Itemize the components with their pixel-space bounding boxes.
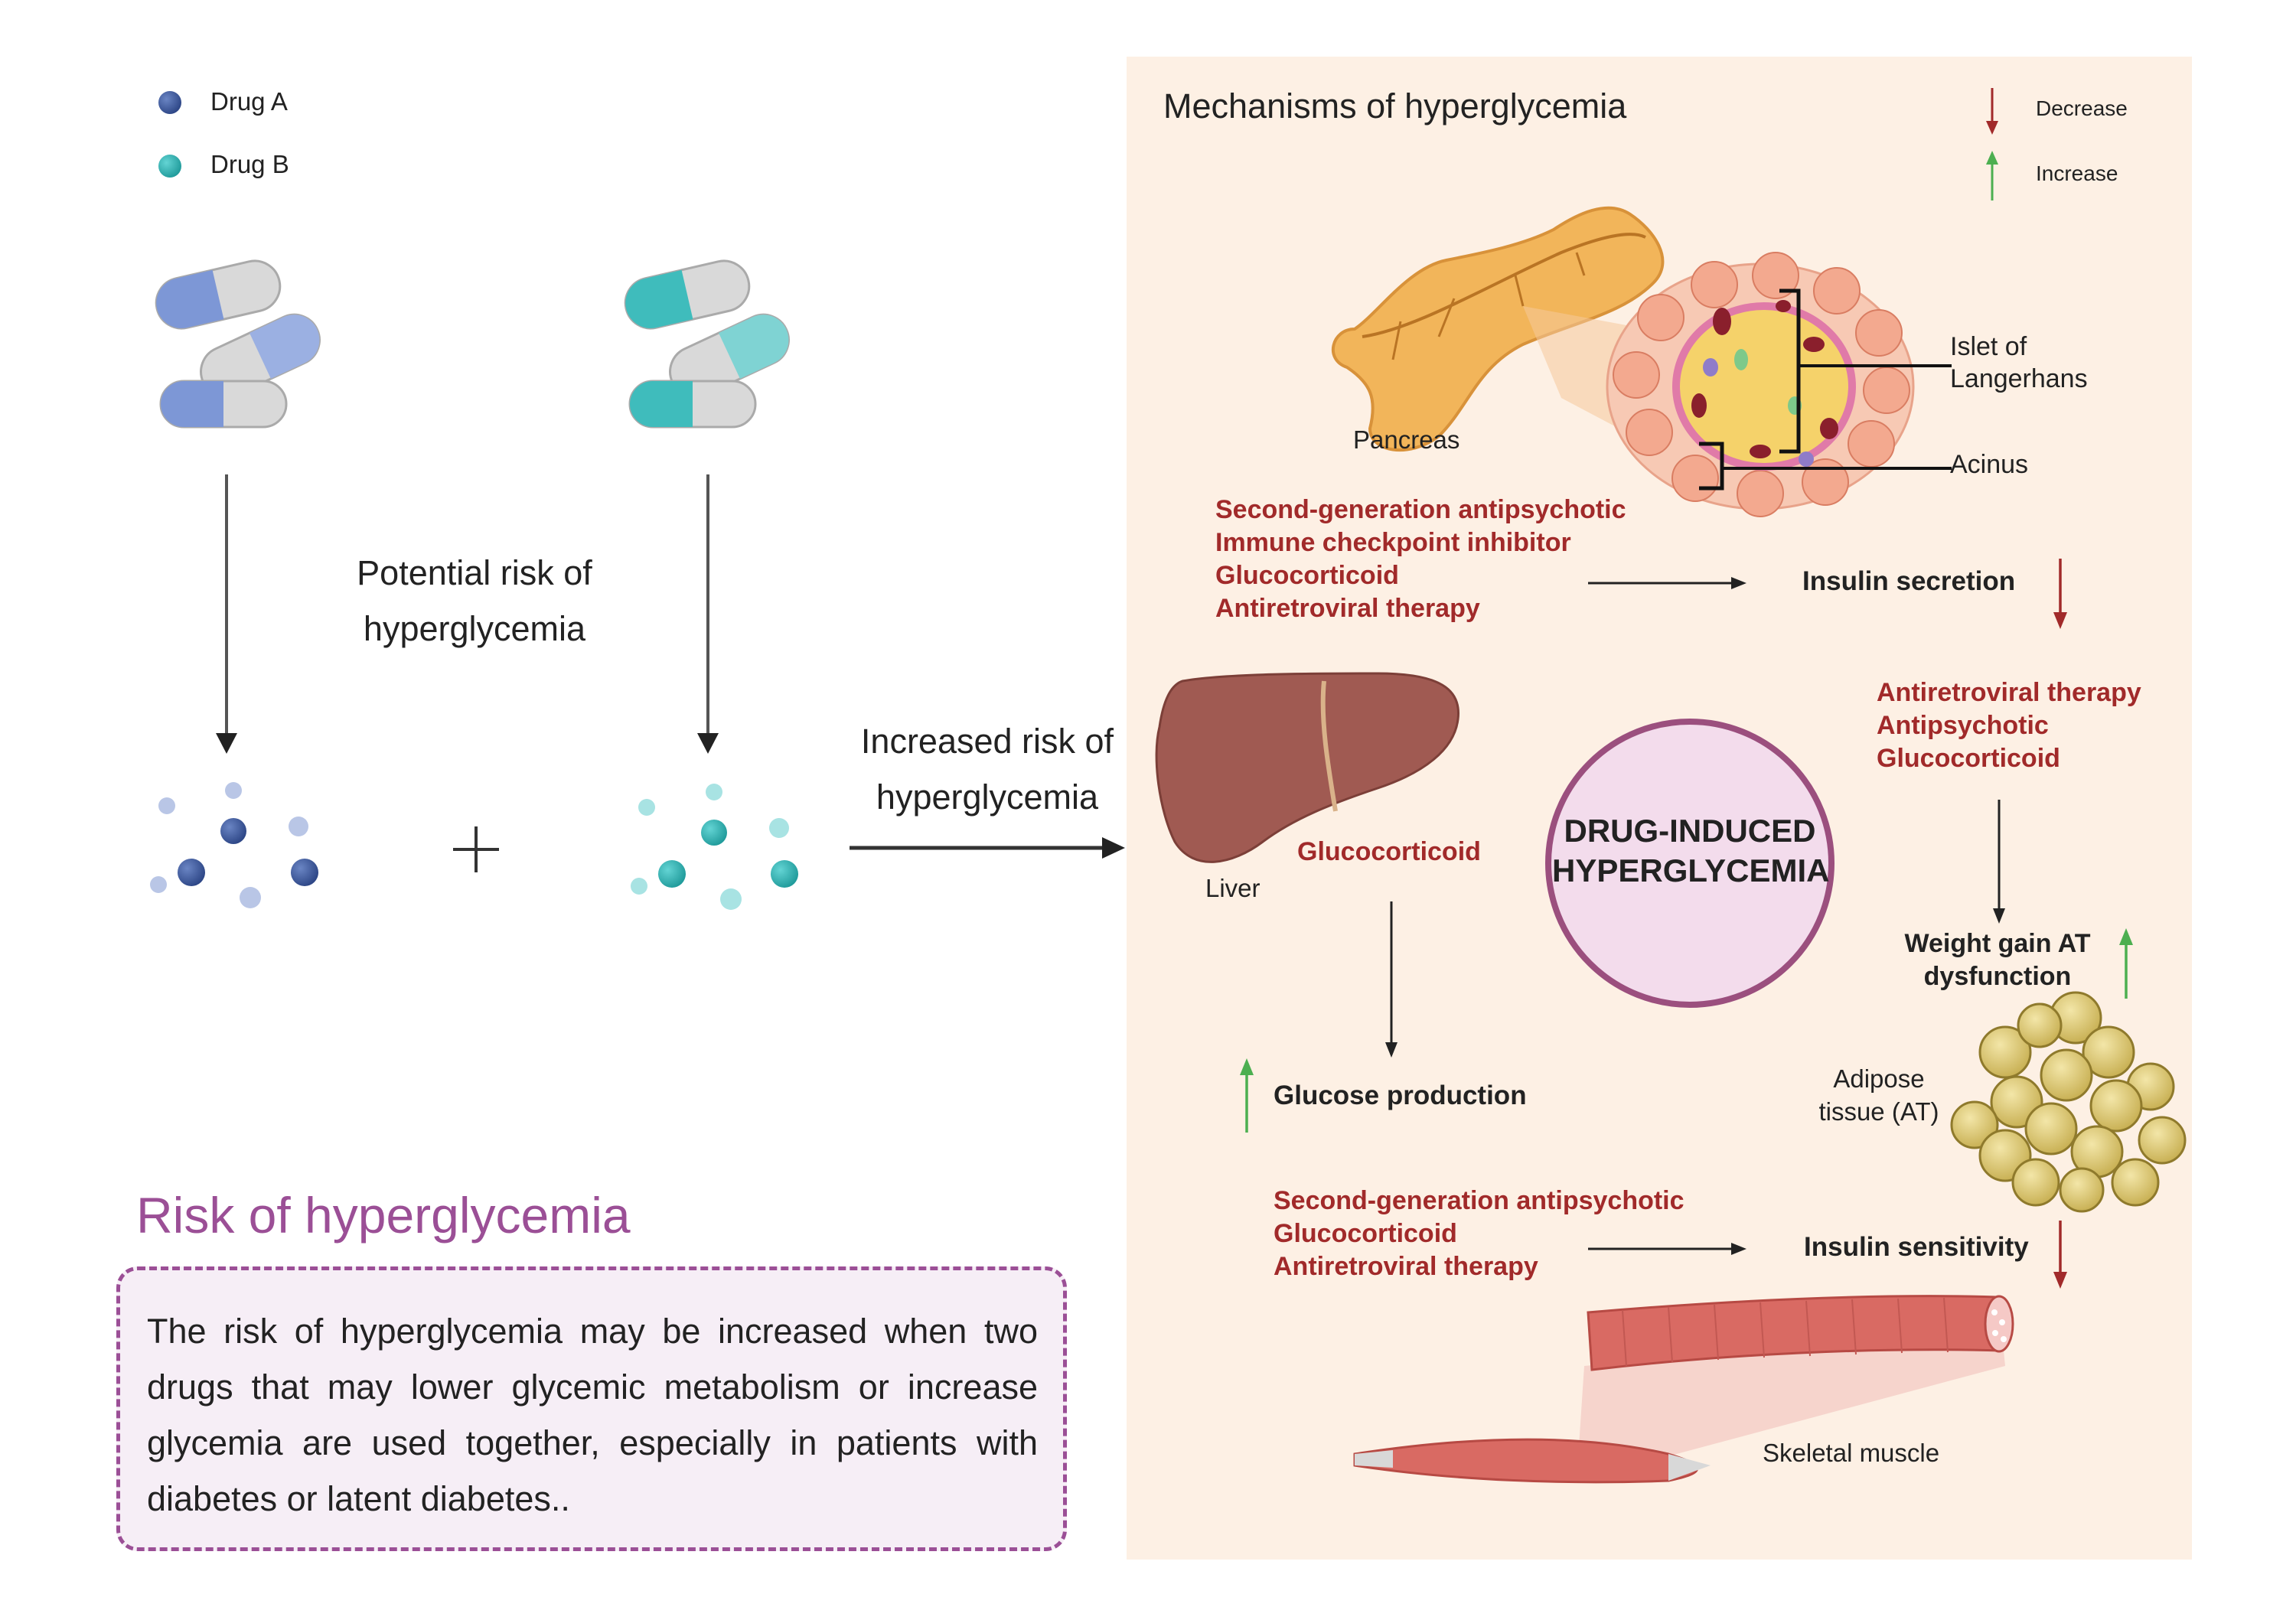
islet-label: Islet of Langerhans bbox=[1950, 331, 2088, 395]
drug-a-legend-dot bbox=[158, 91, 181, 114]
glucose-production-label: Glucose production bbox=[1274, 1081, 1527, 1110]
skeletal-muscle-illustration bbox=[1353, 1295, 2014, 1484]
insulin-sensitivity-decrease-arrow bbox=[2053, 1221, 2067, 1289]
insulin-secretion-decrease-arrow bbox=[2053, 559, 2067, 629]
decrease-legend-arrow bbox=[1986, 88, 1998, 135]
drug-b-capsules bbox=[624, 259, 790, 429]
drug-a-legend-label: Drug A bbox=[210, 87, 288, 116]
glucose-production-increase-arrow bbox=[1240, 1058, 1254, 1133]
adipose-drug-list: Antiretroviral therapy Antipsychotic Glu… bbox=[1877, 676, 2141, 775]
insulin-secretion-label: Insulin secretion bbox=[1802, 566, 2016, 596]
pancreas-drug-4: Antiretroviral therapy bbox=[1215, 594, 1480, 623]
weight-gain-line-2: dysfunction bbox=[1923, 962, 2072, 991]
liver-label: Liver bbox=[1205, 874, 1261, 902]
adipose-label-line-1: Adipose bbox=[1833, 1064, 1925, 1093]
islet-label-line-2: Langerhans bbox=[1950, 364, 2088, 393]
muscle-drug-1: Second-generation antipsychotic bbox=[1274, 1186, 1684, 1215]
adipose-label: Adipose tissue (AT) bbox=[1795, 1062, 1963, 1128]
center-title: DRUG-INDUCED HYPERGLYCEMIA bbox=[1552, 811, 1830, 891]
islet-label-line-1: Islet of bbox=[1950, 332, 2027, 361]
decrease-legend-label: Decrease bbox=[2036, 96, 2128, 120]
drug-b-legend-label: Drug B bbox=[210, 150, 289, 178]
adipose-illustration bbox=[1950, 991, 2187, 1213]
skeletal-muscle-label: Skeletal muscle bbox=[1763, 1439, 1940, 1467]
mechanisms-title: Mechanisms of hyperglycemia bbox=[1163, 86, 1627, 125]
plus-symbol bbox=[453, 826, 499, 872]
liver-illustration bbox=[1155, 672, 1460, 863]
islet-illustration bbox=[1606, 252, 1952, 517]
adipose-drug-3: Glucocorticoid bbox=[1877, 744, 2060, 773]
weight-gain-increase-arrow bbox=[2119, 928, 2133, 999]
increased-risk-line-1: Increased risk of bbox=[860, 722, 1114, 761]
risk-box-body: The risk of hyperglycemia may be increas… bbox=[147, 1312, 1038, 1518]
increase-legend-arrow bbox=[1986, 151, 1998, 200]
adipose-drug-2: Antipsychotic bbox=[1877, 711, 2049, 740]
adipose-drug-1: Antiretroviral therapy bbox=[1877, 678, 2141, 707]
muscle-drug-2: Glucocorticoid bbox=[1274, 1219, 1457, 1248]
pancreas-drug-2: Immune checkpoint inhibitor bbox=[1215, 528, 1571, 557]
potential-risk-line-1: Potential risk of bbox=[357, 553, 592, 592]
insulin-sensitivity-label: Insulin sensitivity bbox=[1804, 1232, 2029, 1262]
increased-risk-text: Increased risk of hyperglycemia bbox=[834, 713, 1140, 825]
increased-risk-line-2: hyperglycemia bbox=[876, 777, 1099, 817]
drug-a-capsules bbox=[155, 259, 321, 429]
pancreas-label: Pancreas bbox=[1353, 425, 1460, 454]
pancreas-drug-3: Glucocorticoid bbox=[1215, 561, 1399, 590]
weight-gain-line-1: Weight gain AT bbox=[1904, 929, 2091, 958]
increase-legend-label: Increase bbox=[2036, 161, 2118, 185]
drug-a-particles bbox=[150, 782, 318, 908]
liver-drug: Glucocorticoid bbox=[1297, 837, 1481, 866]
weight-gain-label: Weight gain AT dysfunction bbox=[1883, 927, 2112, 993]
drug-b-particles bbox=[631, 784, 798, 910]
acinus-label: Acinus bbox=[1950, 450, 2029, 479]
risk-box: The risk of hyperglycemia may be increas… bbox=[116, 1266, 1067, 1551]
muscle-drug-3: Antiretroviral therapy bbox=[1274, 1252, 1538, 1281]
drug-induced-hyperglycemia-circle bbox=[1545, 719, 1835, 1008]
potential-risk-text: Potential risk of hyperglycemia bbox=[321, 545, 628, 657]
center-title-line-2: HYPERGLYCEMIA bbox=[1552, 852, 1830, 888]
pancreas-drug-1: Second-generation antipsychotic bbox=[1215, 495, 1626, 524]
pancreas-drug-list: Second-generation antipsychotic Immune c… bbox=[1215, 494, 1626, 625]
potential-risk-line-2: hyperglycemia bbox=[363, 609, 586, 648]
drug-b-legend-dot bbox=[158, 155, 181, 178]
muscle-drug-list: Second-generation antipsychotic Glucocor… bbox=[1274, 1185, 1684, 1283]
risk-box-title: Risk of hyperglycemia bbox=[136, 1187, 631, 1244]
center-title-line-1: DRUG-INDUCED bbox=[1564, 813, 1816, 849]
adipose-label-line-2: tissue (AT) bbox=[1818, 1097, 1939, 1126]
